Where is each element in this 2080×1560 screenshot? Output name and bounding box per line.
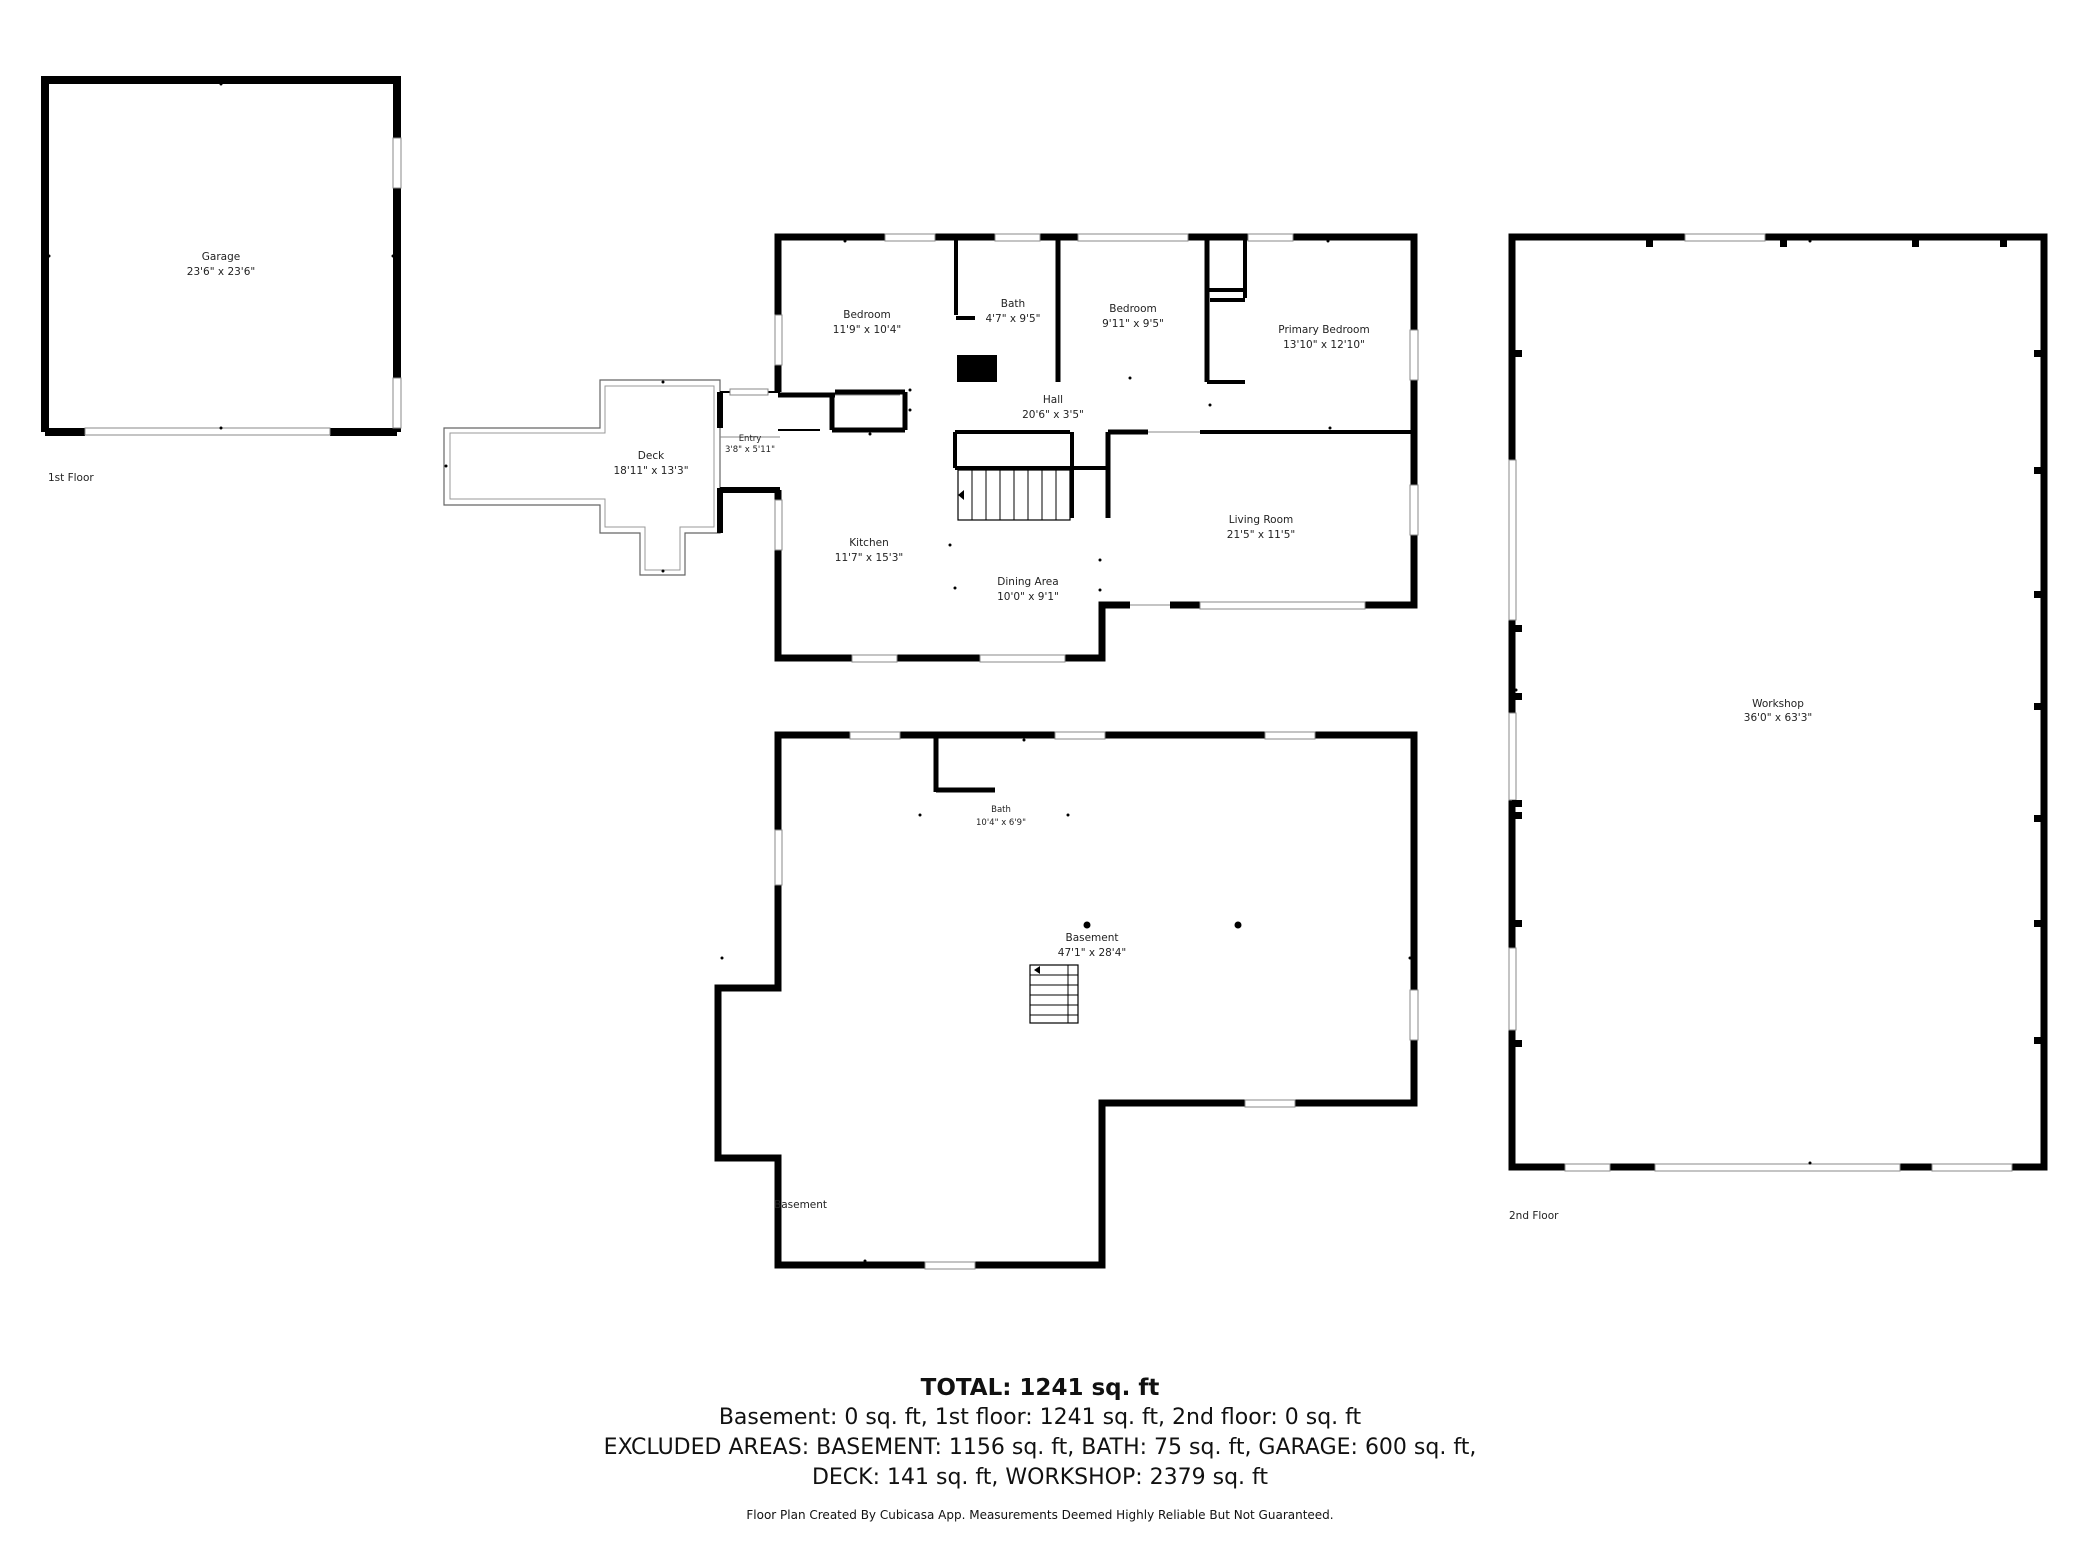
- bath1-dims: 4'7" x 9'5": [985, 313, 1040, 325]
- entry-name: Entry: [739, 434, 762, 444]
- primary-bedroom-name: Primary Bedroom: [1278, 324, 1369, 336]
- garage-dims: 23'6" x 23'6": [187, 266, 255, 278]
- basement-plan: [714, 731, 1419, 1270]
- living-room-dims: 21'5" x 11'5": [1227, 529, 1295, 541]
- workshop-dims: 36'0" x 63'3": [1744, 712, 1812, 724]
- disclaimer: Floor Plan Created By Cubicasa App. Meas…: [746, 1508, 1334, 1522]
- floor-areas: Basement: 0 sq. ft, 1st floor: 1241 sq. …: [718, 1405, 1362, 1430]
- workshop-name: Workshop: [1752, 698, 1804, 710]
- garage-plan: [41, 76, 402, 436]
- bedroom2-dims: 9'11" x 9'5": [1102, 318, 1164, 330]
- basement-stairs: [1029, 964, 1079, 1024]
- deck-dims: 18'11" x 13'3": [613, 465, 688, 477]
- kitchen-name: Kitchen: [849, 537, 888, 549]
- dining-dims: 10'0" x 9'1": [997, 591, 1059, 603]
- deck-plan: [443, 379, 721, 576]
- dining-name: Dining Area: [997, 576, 1058, 588]
- hall-dims: 20'6" x 3'5": [1022, 409, 1084, 421]
- bedroom1-dims: 11'9" x 10'4": [833, 324, 901, 336]
- total-area: TOTAL: 1241 sq. ft: [920, 1375, 1160, 1401]
- excluded-areas-line2: DECK: 141 sq. ft, WORKSHOP: 2379 sq. ft: [811, 1465, 1269, 1490]
- garage-name: Garage: [202, 251, 240, 263]
- floor-label-basement: Basement: [774, 1199, 827, 1211]
- hall-name: Hall: [1043, 394, 1063, 406]
- bath2-dims: 10'4" x 6'9": [976, 818, 1026, 828]
- workshop-plan: [1508, 233, 2048, 1172]
- basement-name: Basement: [1065, 932, 1118, 944]
- bath2-name: Bath: [991, 805, 1011, 815]
- entry-plan: [717, 388, 780, 533]
- deck-name: Deck: [638, 450, 665, 462]
- area-summary: TOTAL: 1241 sq. ft Basement: 0 sq. ft, 1…: [0, 1373, 2080, 1523]
- first-floor-plan: [774, 233, 1419, 663]
- excluded-areas-line1: EXCLUDED AREAS: BASEMENT: 1156 sq. ft, B…: [603, 1435, 1477, 1460]
- floor-label-first: 1st Floor: [48, 472, 94, 484]
- floor-label-second: 2nd Floor: [1509, 1210, 1559, 1222]
- stairs: [957, 469, 1071, 521]
- bedroom1-name: Bedroom: [843, 309, 891, 321]
- kitchen-dims: 11'7" x 15'3": [835, 552, 903, 564]
- living-room-name: Living Room: [1229, 514, 1293, 526]
- entry-dims: 3'8" x 5'11": [725, 445, 775, 455]
- bath1-name: Bath: [1001, 298, 1025, 310]
- bedroom2-name: Bedroom: [1109, 303, 1157, 315]
- primary-bedroom-dims: 13'10" x 12'10": [1283, 339, 1365, 351]
- basement-dims: 47'1" x 28'4": [1058, 947, 1126, 959]
